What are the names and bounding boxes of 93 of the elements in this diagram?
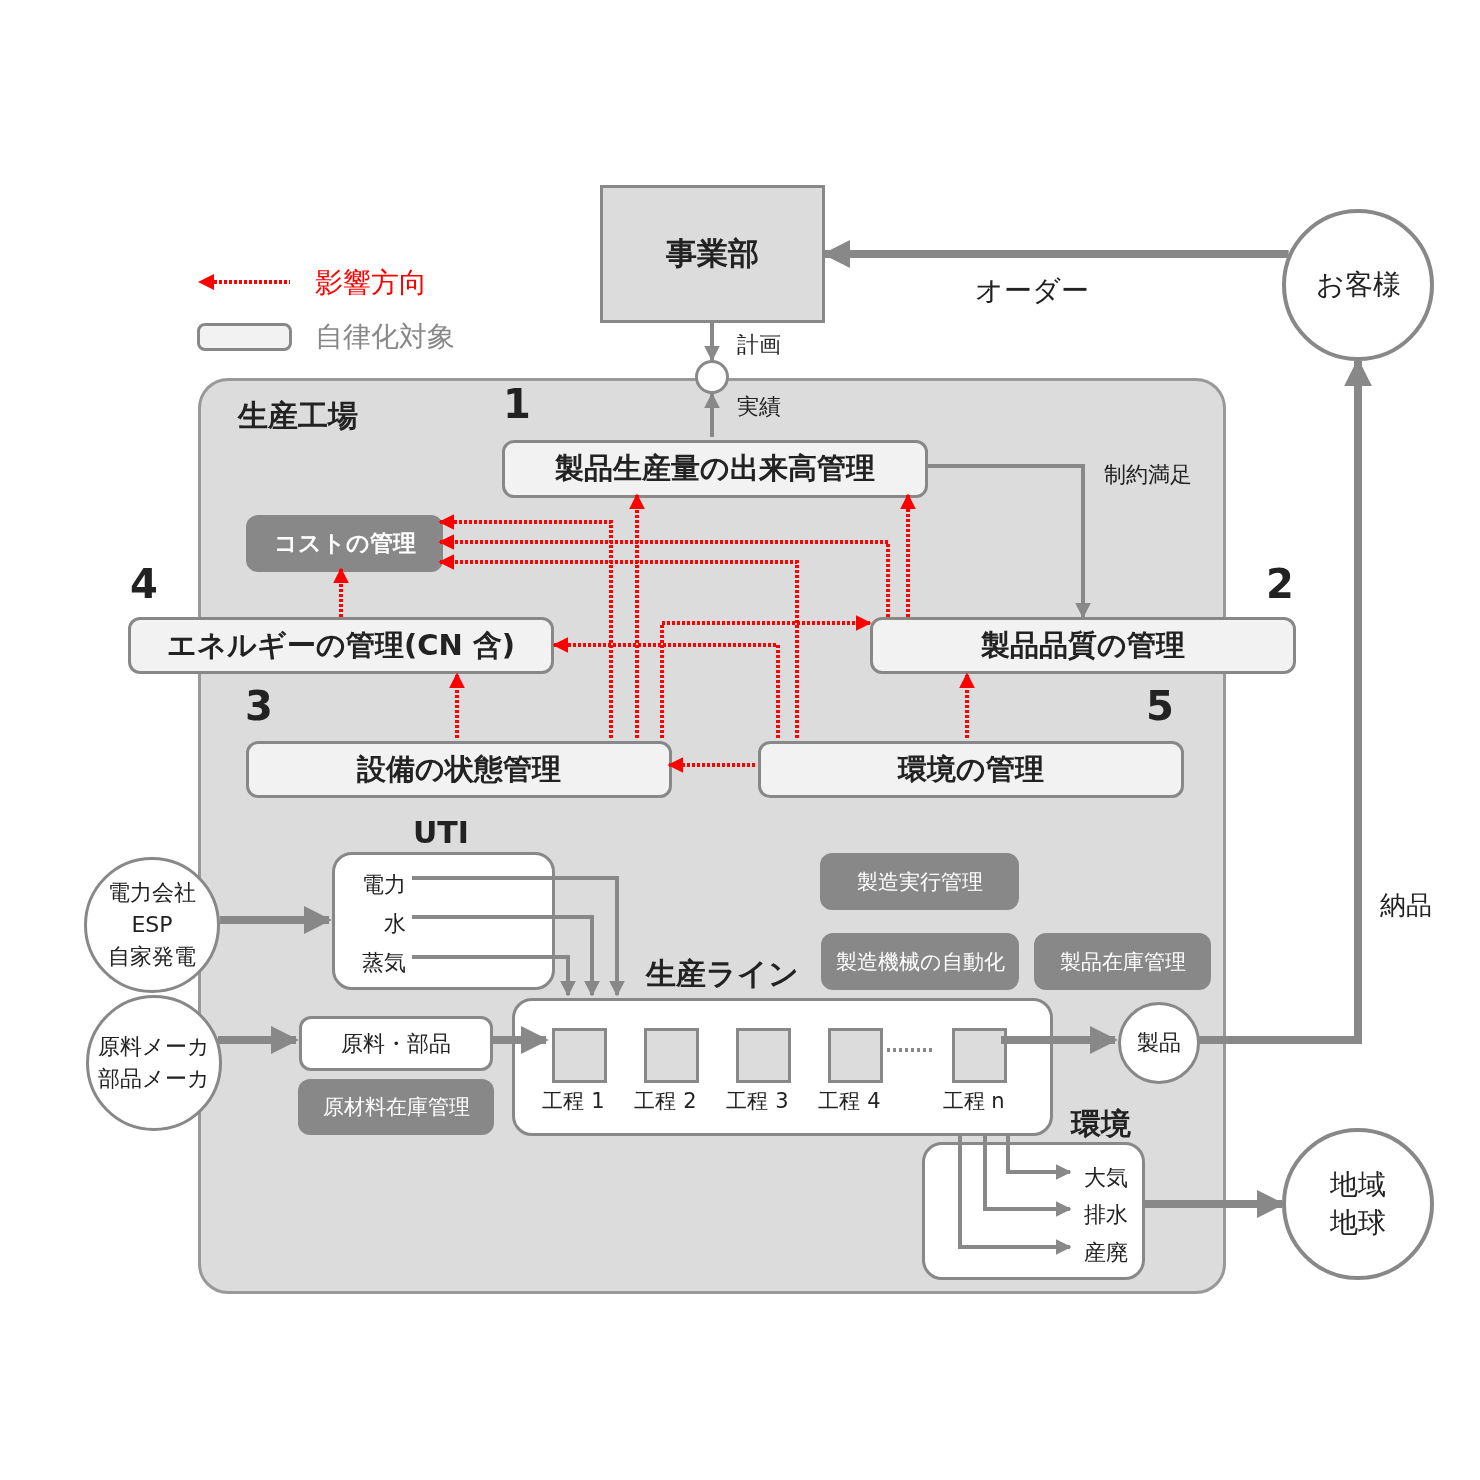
arrow — [900, 493, 916, 617]
step-number: 2 — [1266, 561, 1294, 607]
node-label: エネルギーの管理(CN 含) — [166, 626, 516, 664]
process-label: 工程 4 — [817, 1088, 882, 1115]
system-box — [820, 853, 1019, 910]
utility-label: 電力 — [344, 870, 418, 900]
arrow — [438, 534, 890, 617]
arrow — [1197, 358, 1372, 1044]
management-box — [246, 741, 672, 798]
node-label: 地球 — [1330, 1205, 1386, 1241]
arrow — [219, 906, 332, 934]
management-box — [502, 440, 928, 498]
edge-label: 計画 — [737, 331, 781, 359]
arrow — [333, 567, 349, 617]
arrow — [490, 1026, 549, 1054]
arrow — [925, 464, 1091, 619]
step-number: 4 — [130, 561, 158, 607]
process-label: 工程 2 — [633, 1088, 698, 1115]
edge-label: オーダー — [975, 273, 1089, 309]
node-label: 事業部 — [666, 234, 759, 273]
management-box — [246, 515, 443, 572]
emission-label: 産廃 — [1076, 1237, 1140, 1269]
edge-label: 納品 — [1380, 889, 1432, 922]
process-square — [952, 1028, 1007, 1083]
process-label: 工程 n — [941, 1088, 1006, 1115]
process-label: 工程 3 — [725, 1088, 790, 1115]
heading: 環境 — [1071, 1105, 1131, 1143]
node-label: 製品在庫管理 — [1059, 948, 1186, 976]
department-box — [600, 185, 825, 323]
node-label: 製品品質の管理 — [981, 626, 1185, 664]
node-label: 環境の管理 — [898, 750, 1044, 788]
emission-label: 排水 — [1076, 1199, 1140, 1231]
node-label: 部品メーカ — [98, 1065, 210, 1093]
system-box — [1034, 933, 1211, 990]
node-label: 原材料在庫管理 — [322, 1094, 470, 1121]
arrow — [1006, 1133, 1072, 1180]
node-label: 地域 — [1330, 1167, 1386, 1203]
heading: UTI — [413, 815, 469, 850]
node-label: ESP — [131, 911, 173, 940]
management-box — [128, 617, 554, 674]
arrow — [438, 554, 799, 738]
node-label: 自家発電 — [108, 942, 196, 971]
material-box — [299, 1016, 493, 1071]
edge-label: 制約満足 — [1104, 461, 1192, 489]
edge-label: 実績 — [737, 393, 781, 421]
node-label: 電力会社 — [108, 879, 196, 908]
arrow — [704, 392, 720, 437]
junction-circle — [695, 360, 729, 394]
system-box — [298, 1079, 494, 1135]
arrow — [412, 955, 576, 997]
process-square — [736, 1028, 791, 1083]
arrow — [629, 493, 645, 738]
node-label: コストの管理 — [273, 529, 416, 558]
arrow — [412, 876, 625, 997]
legend-label: 自律化対象 — [315, 319, 455, 355]
step-number: 5 — [1146, 683, 1174, 729]
node-label: お客様 — [1315, 267, 1401, 303]
system-box — [821, 933, 1019, 990]
process-square — [828, 1028, 883, 1083]
utility-label: 蒸気 — [344, 948, 418, 978]
arrow — [959, 672, 975, 738]
arrow — [1001, 1026, 1118, 1054]
process-label: 工程 1 — [541, 1088, 606, 1115]
node-label: 製造機械の自動化 — [835, 948, 1005, 976]
arrow — [449, 672, 465, 738]
node-label: 原料・部品 — [341, 1029, 451, 1058]
heading: 生産工場 — [238, 397, 358, 435]
process-square — [552, 1028, 607, 1083]
arrow — [660, 615, 872, 738]
node-label: 製品 — [1137, 1029, 1181, 1058]
process-square — [644, 1028, 699, 1083]
arrow — [1142, 1190, 1285, 1218]
node-label: 製品生産量の出来高管理 — [555, 450, 875, 487]
utility-label: 水 — [344, 909, 418, 939]
arrow — [412, 915, 600, 997]
legend-label: 影響方向 — [315, 265, 427, 301]
management-box — [870, 617, 1296, 674]
arrow — [704, 323, 720, 362]
management-box — [758, 741, 1184, 798]
arrow — [822, 240, 1289, 268]
node-label: 原料メーカ — [98, 1033, 210, 1062]
arrow — [218, 1026, 299, 1054]
step-number: 3 — [245, 683, 273, 729]
node-label: 設備の状態管理 — [357, 750, 561, 788]
arrow — [983, 1133, 1072, 1217]
node-label: 製造実行管理 — [856, 868, 983, 896]
arrow — [552, 637, 780, 738]
arrow — [958, 1133, 1072, 1255]
arrow — [438, 514, 613, 738]
heading: 生産ライン — [646, 955, 799, 993]
emission-label: 大気 — [1076, 1162, 1140, 1194]
step-number: 1 — [503, 381, 531, 427]
arrow — [667, 757, 755, 773]
